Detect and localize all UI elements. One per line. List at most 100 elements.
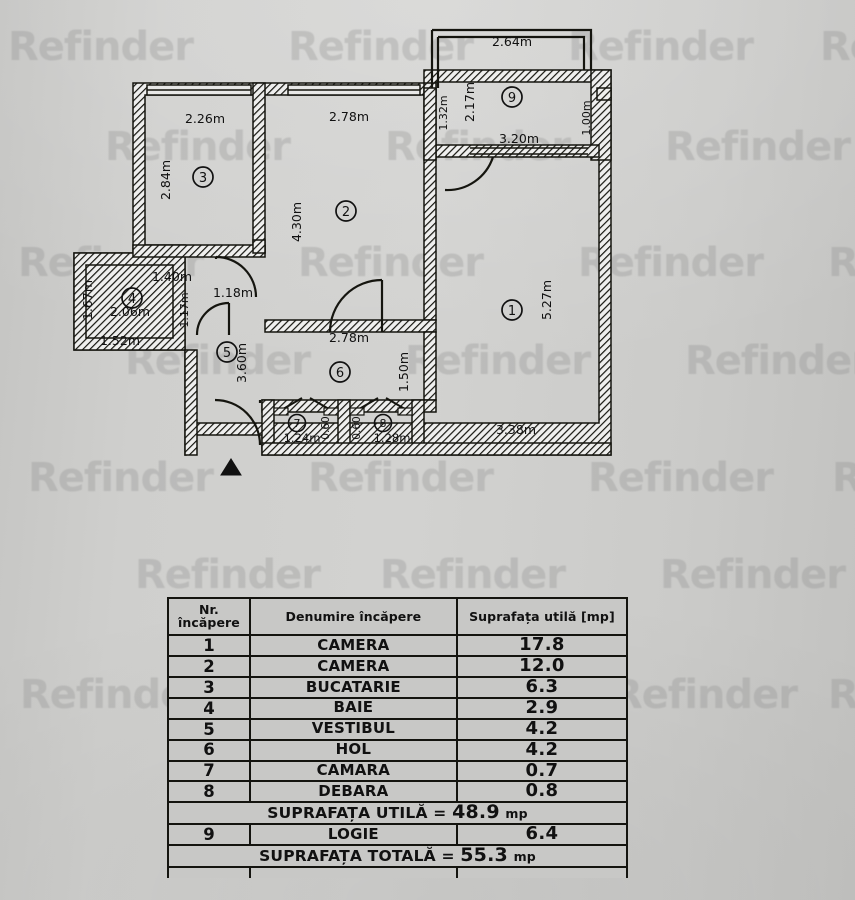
column-header-nr: Nr. încăpere <box>167 596 251 637</box>
table-row: 3 BUCATARIE 6.3 <box>167 676 629 699</box>
table-header-row: Nr. încăpere Denumire încăpere Suprafața… <box>167 596 629 637</box>
table-row: 7 CAMARA 0.7 <box>167 759 629 783</box>
dimension-label: 1.17m <box>178 292 191 327</box>
summary-totala-value: 55.3 <box>460 844 508 867</box>
dimension-label: 0.60 <box>351 416 363 439</box>
room-number-1: 1 <box>508 304 516 319</box>
room-marker-8: 8 <box>373 413 393 433</box>
floor-plan-drawing: 1 2 3 4 5 6 7 8 <box>73 28 612 476</box>
column-header-name: Denumire încăpere <box>248 596 458 637</box>
table-row: 8 DEBARA 0.8 <box>167 780 629 804</box>
cell-area: 4.2 <box>455 717 629 741</box>
cell-name: BUCATARIE <box>248 676 458 699</box>
room-number-6: 6 <box>336 366 344 381</box>
cell-nr-partial <box>167 866 251 879</box>
dimension-label: 2.84m <box>158 160 173 200</box>
dimension-label: 1.00m <box>580 100 593 135</box>
cell-nr: 1 <box>167 634 251 658</box>
cell-area: 0.8 <box>455 780 629 804</box>
dimension-label: 2.17m <box>462 82 477 122</box>
dimension-label: 2.64m <box>492 34 532 49</box>
table-row: 2 CAMERA 12.0 <box>167 655 629 679</box>
room-number-2: 2 <box>342 205 350 220</box>
room-number-3: 3 <box>199 171 207 186</box>
area-table: Nr. încăpere Denumire încăpere Suprafața… <box>167 596 629 879</box>
column-header-nr-line1: Nr. <box>198 602 219 617</box>
cell-name: BAIE <box>248 696 458 720</box>
cell-name: VESTIBUL <box>248 717 458 741</box>
room-marker-5: 5 <box>216 341 238 363</box>
summary-utila-label: SUPRAFAȚA UTILĂ = <box>267 804 447 823</box>
dimension-label: 3.38m <box>496 422 536 437</box>
cell-nr: 9 <box>167 823 251 847</box>
dimension-label: 1.40m <box>152 269 192 284</box>
cell-name: DEBARA <box>248 780 458 804</box>
summary-totala-label: SUPRAFAȚA TOTALĂ = <box>259 847 455 866</box>
table-row: 6 HOL 4.2 <box>167 738 629 762</box>
room-marker-1: 1 <box>501 299 523 321</box>
table-row: 4 BAIE 2.9 <box>167 696 629 720</box>
dimension-label: 1.67m <box>80 280 95 320</box>
summary-totala-unit: mp <box>513 849 536 865</box>
dimension-label: 1.28m <box>374 431 411 445</box>
cell-nr: 4 <box>167 696 251 720</box>
room-number-5: 5 <box>223 346 231 361</box>
room-marker-4: 4 <box>121 287 143 309</box>
column-header-nr-line2: încăpere <box>177 615 240 631</box>
room-number-7: 7 <box>294 417 301 430</box>
cell-area: 2.9 <box>455 696 629 720</box>
entrance-arrow-icon <box>220 458 242 476</box>
cell-area: 17.8 <box>455 634 629 658</box>
cell-name: CAMARA <box>248 759 458 783</box>
dimension-label: 3.60m <box>234 343 249 383</box>
cell-area: 6.4 <box>455 823 629 847</box>
dimension-label: 0.60 <box>320 416 332 439</box>
dimension-label: 1.52m <box>100 333 140 348</box>
cell-area: 0.7 <box>455 759 629 783</box>
cell-name: CAMERA <box>248 655 458 679</box>
cell-nr: 5 <box>167 717 251 741</box>
summary-utila-value: 48.9 <box>452 801 500 824</box>
cell-name: HOL <box>248 738 458 762</box>
summary-totala-cell: SUPRAFAȚA TOTALĂ = 55.3 mp <box>167 844 628 869</box>
column-header-area: Suprafața utilă [mp] <box>455 596 629 637</box>
room-number-4: 4 <box>128 292 136 307</box>
cell-name: LOGIE <box>248 823 458 847</box>
dimension-label: 4.30m <box>289 202 304 242</box>
cell-name: CAMERA <box>248 634 458 658</box>
summary-utila-cell: SUPRAFAȚA UTILĂ = 48.9 mp <box>167 801 628 826</box>
table-row-logie: 9 LOGIE 6.4 <box>167 823 629 847</box>
summary-row-utila: SUPRAFAȚA UTILĂ = 48.9 mp <box>167 801 628 826</box>
dimension-label: 1.24m <box>284 431 321 445</box>
room-number-9: 9 <box>508 91 516 106</box>
table-row: 1 CAMERA 17.8 <box>167 634 629 658</box>
cell-area: 4.2 <box>455 738 629 762</box>
cell-area-partial <box>455 866 629 879</box>
dimension-label: 1.18m <box>213 285 253 300</box>
cell-name-partial <box>248 866 458 879</box>
cell-nr: 2 <box>167 655 251 679</box>
dimension-label: 5.27m <box>539 280 554 320</box>
room-marker-7: 7 <box>287 413 307 433</box>
room-marker-6: 6 <box>329 361 351 383</box>
cell-area: 6.3 <box>455 676 629 699</box>
room-marker-3: 3 <box>192 166 214 188</box>
dimension-label: 2.78m <box>329 330 369 345</box>
dimension-label: 2.06m <box>110 304 150 319</box>
cell-nr: 7 <box>167 759 251 783</box>
dimension-label: 2.78m <box>329 109 369 124</box>
table-row-partial <box>167 866 629 879</box>
dimension-label: 2.26m <box>185 111 225 126</box>
room-marker-9: 9 <box>501 86 523 108</box>
cell-area: 12.0 <box>455 655 629 679</box>
cell-nr: 3 <box>167 676 251 699</box>
dimension-label: 1.32m <box>437 95 450 130</box>
dimension-label: 3.20m <box>499 131 539 146</box>
table-row: 5 VESTIBUL 4.2 <box>167 717 629 741</box>
summary-utila-unit: mp <box>505 806 528 822</box>
area-table-container: Nr. încăpere Denumire încăpere Suprafața… <box>167 596 629 879</box>
cell-nr: 8 <box>167 780 251 804</box>
dimension-label: 1.50m <box>396 352 411 392</box>
room-marker-2: 2 <box>335 200 357 222</box>
cell-nr: 6 <box>167 738 251 762</box>
